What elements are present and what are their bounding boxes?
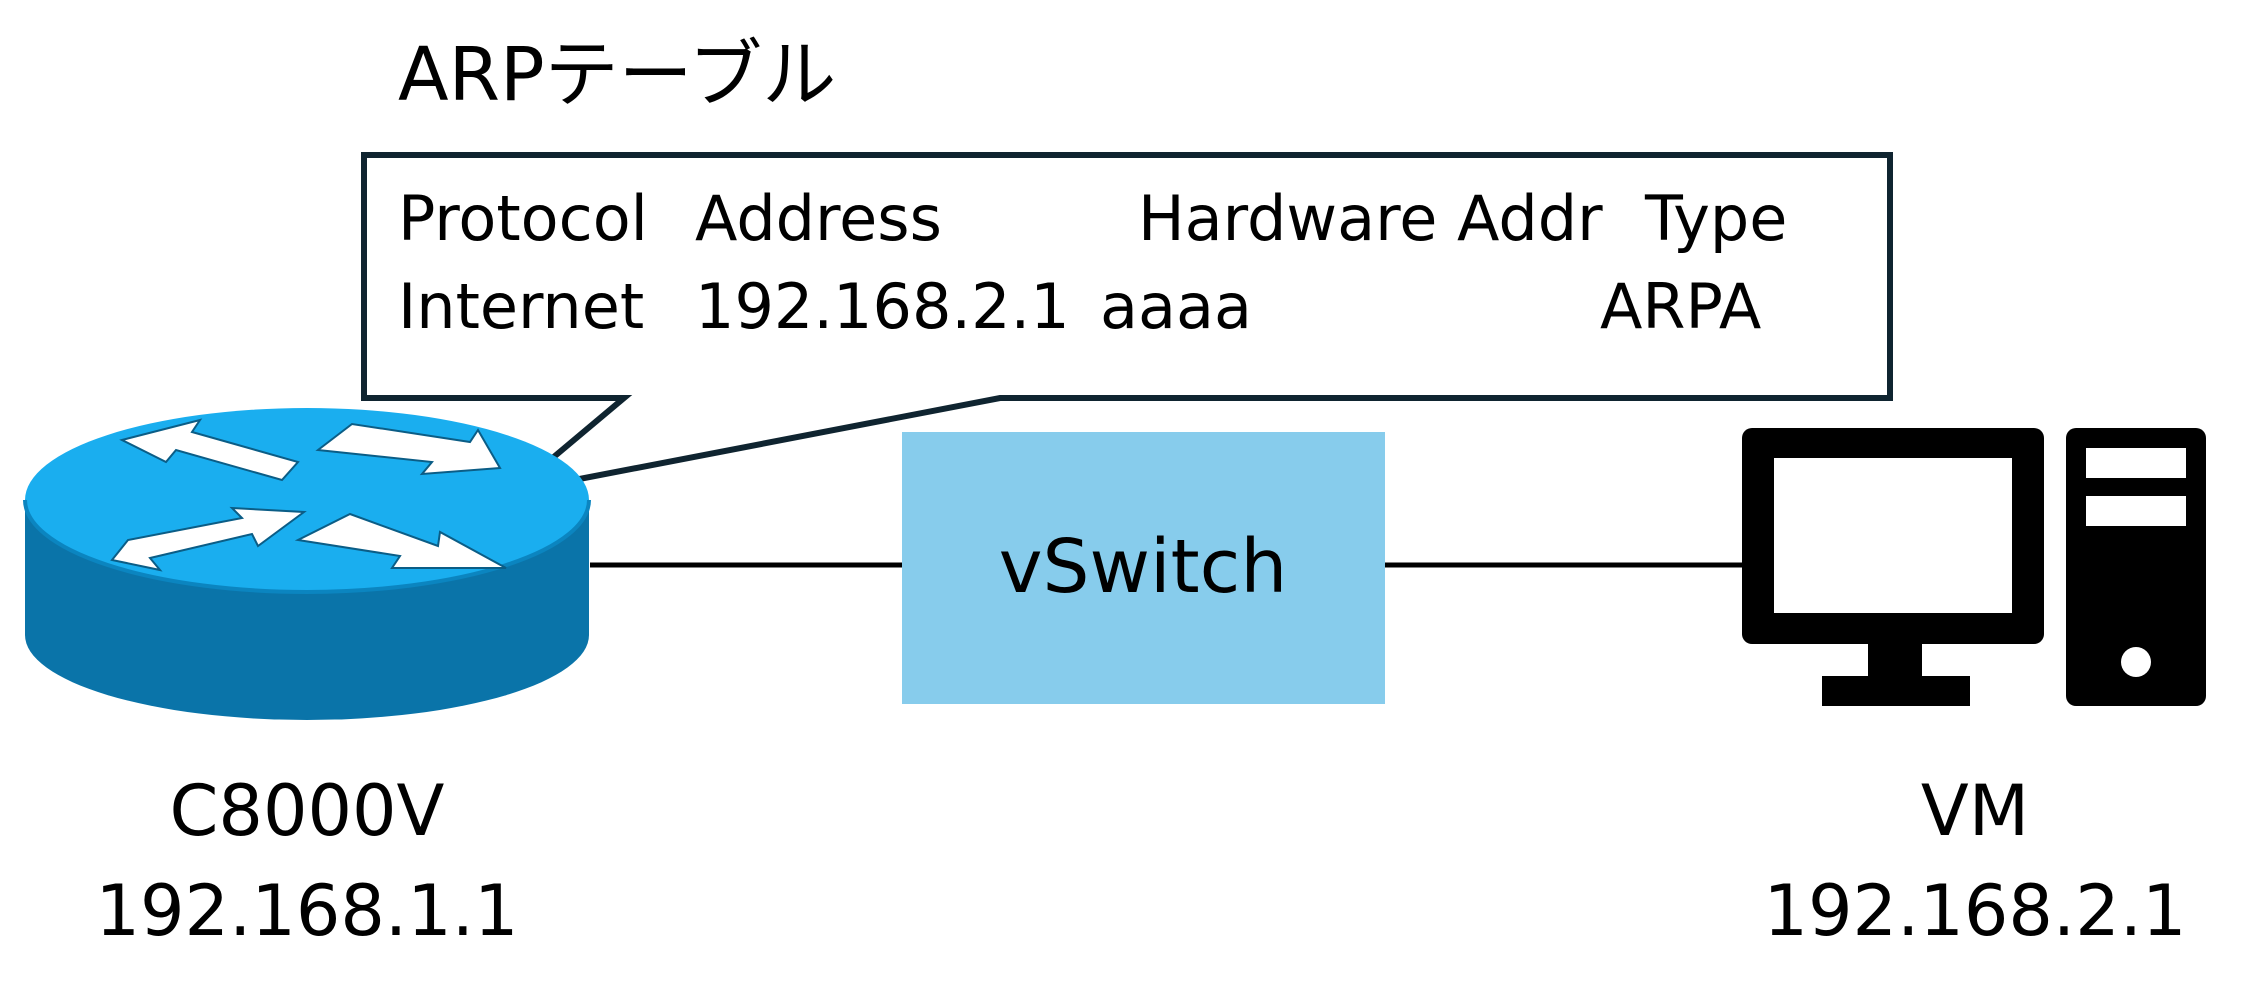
router-ip: 192.168.1.1 (95, 870, 518, 952)
vswitch-box: vSwitch (902, 432, 1385, 704)
arp-header-hardware-addr: Hardware Addr (1138, 182, 1603, 255)
arp-table-callout (361, 152, 1893, 498)
arp-header-protocol: Protocol (398, 182, 648, 255)
arp-cell-type: ARPA (1600, 270, 1761, 343)
router-icon (23, 408, 591, 720)
arp-table-title: ARPテーブル (398, 32, 836, 118)
vm-name: VM (1921, 770, 2029, 852)
router-name: C8000V (170, 770, 445, 852)
desktop-computer-icon (1742, 428, 2206, 706)
arp-cell-protocol: Internet (398, 270, 644, 343)
vm-ip: 192.168.2.1 (1763, 870, 2186, 952)
vswitch-label: vSwitch (999, 524, 1287, 610)
arp-cell-hardware-addr: aaaa (1100, 270, 1252, 343)
arp-cell-address: 192.168.2.1 (695, 270, 1070, 343)
arp-header-type: Type (1644, 182, 1787, 255)
arp-header-address: Address (695, 182, 942, 255)
